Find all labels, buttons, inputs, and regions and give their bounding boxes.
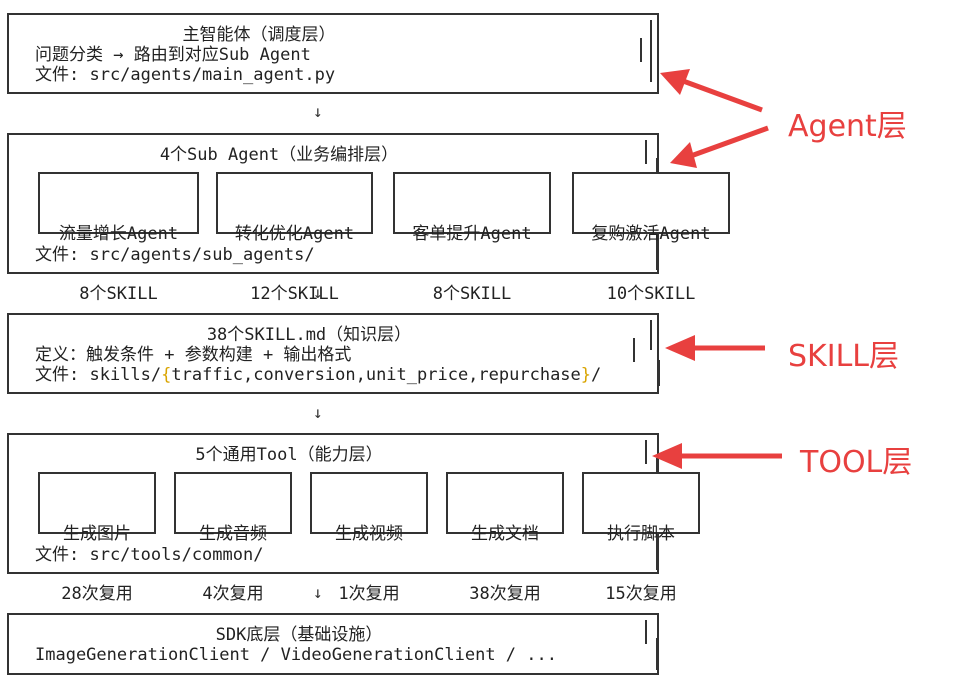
- sub-agent-name: 流量增长Agent: [58, 224, 179, 244]
- sub-agent-card: 复购激活Agent 10个SKILL: [572, 172, 730, 304]
- tool-card: 生成图片 28次复用: [38, 472, 156, 604]
- arrow-to-skills: [665, 335, 765, 361]
- skills-box: 38个SKILL.md（知识层） 定义：触发条件 + 参数构建 + 输出格式 文…: [7, 313, 659, 394]
- tools-title: 5个通用Tool（能力层）: [195, 445, 383, 465]
- sub-agent-name: 复购激活Agent: [591, 224, 711, 244]
- sub-agents-file: 文件: src/agents/sub_agents/: [35, 245, 315, 265]
- sub-agent-name: 转化优化Agent: [234, 224, 355, 244]
- ascii-edge: [656, 638, 658, 670]
- tool-card: 执行脚本 15次复用: [582, 472, 700, 604]
- sub-agent-skill-count: 8个SKILL: [432, 284, 512, 304]
- ascii-edge: [633, 338, 635, 362]
- down-arrow: ↓: [313, 283, 323, 302]
- tools-file: 文件: src/tools/common/: [35, 545, 264, 565]
- main-agent-box: 主智能体（调度层） 问题分类 → 路由到对应Sub Agent 文件: src/…: [7, 13, 659, 94]
- sub-agent-skill-count: 10个SKILL: [606, 284, 696, 304]
- arrow-to-main-agent: [660, 69, 763, 113]
- down-arrow: ↓: [313, 583, 323, 602]
- arrow-to-tools: [652, 443, 782, 469]
- skills-file-prefix: 文件: skills/: [35, 365, 162, 385]
- skill-layer-label: SKILL层: [788, 339, 899, 374]
- main-agent-title: 主智能体（调度层）: [182, 25, 336, 45]
- tool-card: 生成音频 4次复用: [174, 472, 292, 604]
- brace-close: }: [580, 365, 592, 385]
- tool-card: 生成文档 38次复用: [446, 472, 564, 604]
- main-agent-desc: 问题分类 → 路由到对应Sub Agent: [35, 45, 311, 65]
- ascii-edge: [645, 440, 647, 464]
- tool-reuse-count: 4次复用: [202, 584, 264, 604]
- tool-reuse-count: 38次复用: [469, 584, 541, 604]
- tool-card: 生成视频 1次复用: [310, 472, 428, 604]
- skills-file-suffix: /: [591, 365, 602, 385]
- sub-agents-title: 4个Sub Agent（业务编排层）: [159, 145, 399, 165]
- tool-layer-label: TOOL层: [800, 445, 913, 480]
- ascii-edge: [640, 38, 642, 62]
- sub-agent-card: 客单提升Agent 8个SKILL: [393, 172, 551, 304]
- skills-file-categories: traffic,conversion,unit_price,repurchase: [171, 365, 581, 385]
- tool-reuse-count: 28次复用: [61, 584, 133, 604]
- tool-name: 执行脚本: [607, 524, 675, 544]
- ascii-edge: [645, 620, 647, 644]
- down-arrow: ↓: [313, 403, 323, 422]
- skills-file: 文件: skills/{traffic,conversion,unit_pric…: [35, 365, 601, 385]
- sub-agent-name: 客单提升Agent: [412, 224, 532, 244]
- sdk-title: SDK底层（基础设施）: [215, 625, 383, 645]
- agent-layer-label: Agent层: [788, 109, 907, 144]
- ascii-edge: [645, 140, 647, 164]
- skills-title: 38个SKILL.md（知识层）: [206, 325, 412, 345]
- tool-name: 生成音频: [199, 524, 267, 544]
- down-arrow: ↓: [313, 102, 323, 121]
- sub-agent-card: 转化优化Agent 12个SKILL: [216, 172, 373, 304]
- sdk-clients: ImageGenerationClient / VideoGenerationC…: [35, 645, 557, 665]
- tool-reuse-count: 15次复用: [605, 584, 677, 604]
- skills-definition: 定义：触发条件 + 参数构建 + 输出格式: [35, 345, 352, 365]
- sub-agent-card: 流量增长Agent 8个SKILL: [38, 172, 199, 304]
- sub-agent-skill-count: 8个SKILL: [79, 284, 158, 304]
- tool-name: 生成视频: [335, 524, 403, 544]
- ascii-edge: [650, 320, 652, 350]
- sub-agent-skill-count: 12个SKILL: [250, 284, 339, 304]
- ascii-edge: [658, 360, 660, 386]
- sdk-box: SDK底层（基础设施） ImageGenerationClient / Vide…: [7, 613, 659, 675]
- tool-reuse-count: 1次复用: [338, 584, 400, 604]
- tool-name: 生成文档: [471, 524, 539, 544]
- arrow-to-sub-agents: [670, 125, 769, 168]
- brace-open: {: [161, 365, 172, 385]
- ascii-edge: [650, 20, 652, 82]
- tool-name: 生成图片: [63, 524, 131, 544]
- main-agent-file: 文件: src/agents/main_agent.py: [35, 65, 336, 85]
